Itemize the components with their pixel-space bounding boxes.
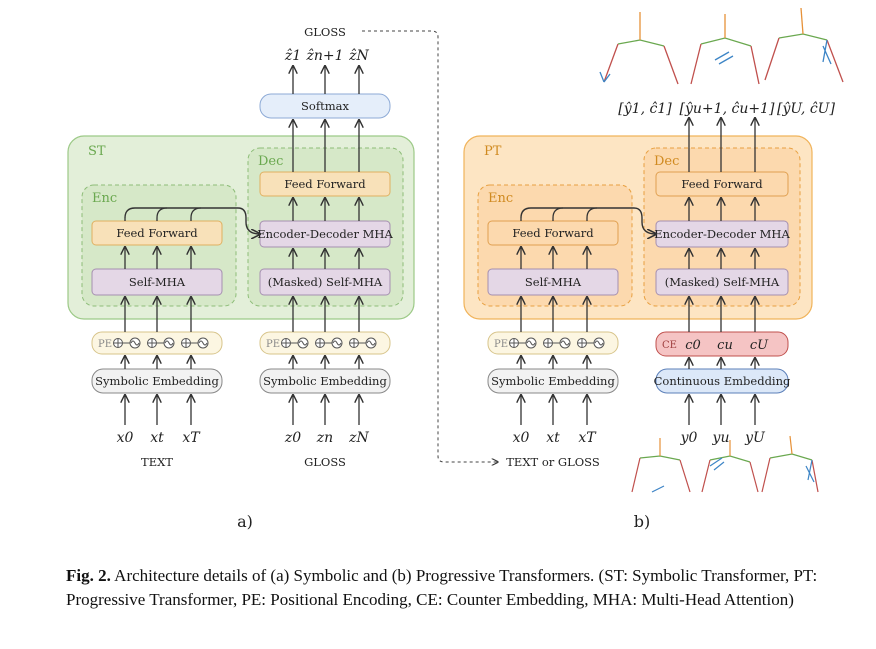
pt-text-input-2: xT — [578, 430, 597, 446]
st-encoder-to-decoder-link — [124, 207, 260, 234]
st-label: ST — [88, 144, 106, 159]
caption-label: Fig. 2. — [66, 566, 111, 585]
figure-caption: Fig. 2. Architecture details of (a) Symb… — [66, 564, 848, 612]
subfig-a-label: a) — [237, 512, 253, 531]
pt-continuous-embedding — [655, 368, 789, 394]
pt-ce-label: CE — [662, 340, 677, 351]
pt-dec-masked-label: (Masked) Self-MHA — [665, 275, 780, 289]
st-output-1: ẑn+1 — [305, 47, 343, 64]
pt-enc-self-mha-label: Self-MHA — [525, 275, 582, 289]
st-dec-ff-label: Feed Forward — [284, 177, 366, 191]
pt-output-2: [ŷU, ĉU] — [777, 100, 835, 117]
subfig-b-label: b) — [634, 512, 650, 531]
gloss-top-label: GLOSS — [304, 25, 346, 39]
pt-cont-input-1: yu — [712, 430, 730, 446]
st-dec-label: Dec — [258, 154, 283, 169]
output-pose-skeletons — [599, 7, 844, 85]
st-enc-label: Enc — [92, 191, 117, 206]
pt-text-input-1: xt — [546, 430, 560, 446]
st-right-pe-symbols — [281, 337, 377, 349]
pt-enc-ff-label: Feed Forward — [512, 226, 594, 240]
ce-value-2: cU — [750, 338, 769, 353]
pt-cont-input-0: y0 — [680, 430, 698, 446]
pt-output-1: [ŷu+1, ĉu+1] — [680, 100, 775, 117]
softmax-label: Softmax — [301, 99, 349, 113]
pt-continuous-label: Continuous Embedding — [654, 374, 791, 388]
st-gloss-input-1: zn — [316, 430, 333, 446]
pt-label: PT — [484, 144, 502, 159]
st-enc-self-mha-label: Self-MHA — [129, 275, 186, 289]
pt-left-embedding-label: Symbolic Embedding — [491, 374, 615, 388]
st-left-pe-label: PE — [98, 339, 112, 350]
architecture-diagram: ST Enc Dec Self-MHA Feed Forward (Masked… — [67, 7, 844, 531]
pt-cont-input-2: yU — [744, 430, 766, 446]
st-dec-masked-label: (Masked) Self-MHA — [268, 275, 383, 289]
ce-value-0: c0 — [685, 338, 701, 353]
dashed-connector — [362, 30, 498, 462]
st-text-input-0: x0 — [117, 430, 134, 446]
pt-dec-ff-label: Feed Forward — [681, 177, 763, 191]
text-or-gloss-label: TEXT or GLOSS — [506, 455, 600, 469]
pt-counter-embedding — [655, 331, 789, 357]
gloss-bottom-label: GLOSS — [304, 455, 346, 469]
pt-dec-encdec-label: Encoder-Decoder MHA — [654, 227, 790, 241]
pt-text-input-0: x0 — [513, 430, 530, 446]
pt-left-pe-label: PE — [494, 339, 508, 350]
st-gloss-input-0: z0 — [284, 430, 301, 446]
pt-dec-masked-self-mha — [655, 268, 789, 296]
st-right-pe-label: PE — [266, 339, 280, 350]
st-output-0: ẑ1 — [284, 47, 301, 64]
st-left-embedding-label: Symbolic Embedding — [95, 374, 219, 388]
text-label: TEXT — [141, 455, 173, 469]
input-pose-skeletons — [631, 435, 819, 493]
pt-dec-feed-forward — [655, 171, 789, 197]
st-enc-ff-label: Feed Forward — [116, 226, 198, 240]
pt-output-0: [ŷ1, ĉ1] — [618, 100, 672, 117]
pt-enc-label: Enc — [488, 191, 513, 206]
st-output-2: ẑN — [348, 47, 369, 64]
pt-dec-label: Dec — [654, 154, 679, 169]
caption-text: Architecture details of (a) Symbolic and… — [66, 566, 818, 609]
st-text-input-2: xT — [182, 430, 201, 446]
pt-encoder-to-decoder-link — [520, 207, 656, 234]
pt-left-pe-symbols — [509, 337, 605, 349]
st-gloss-input-2: zN — [348, 430, 369, 446]
ce-value-1: cu — [717, 338, 733, 353]
st-right-embedding-label: Symbolic Embedding — [263, 374, 387, 388]
st-text-input-1: xt — [150, 430, 164, 446]
st-dec-encdec-label: Encoder-Decoder MHA — [257, 227, 393, 241]
st-left-pe-symbols — [113, 337, 209, 349]
